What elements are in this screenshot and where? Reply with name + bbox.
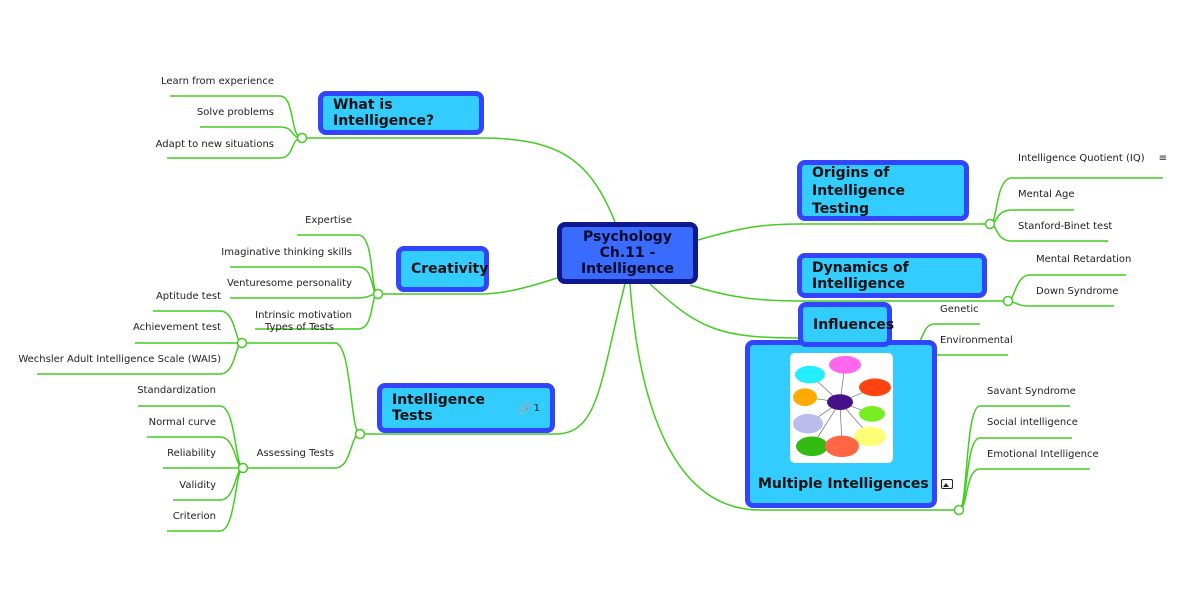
leaf-aptitude[interactable]: Aptitude test <box>155 291 221 302</box>
topic-label: Multiple Intelligences <box>758 476 929 492</box>
topic-label: Influences <box>813 316 895 333</box>
topic-dynamics[interactable]: Dynamics of Intelligence <box>797 253 987 298</box>
link-count: 1 <box>533 402 540 414</box>
collapse-node-dynamics[interactable] <box>1002 295 1014 307</box>
leaf-normal-curve[interactable]: Normal curve <box>148 417 216 428</box>
topic-multiple-intelligences[interactable]: Multiple Intelligences <box>745 340 953 508</box>
collapse-node-types[interactable] <box>236 337 248 349</box>
topic-influences[interactable]: Influences <box>798 302 895 347</box>
topic-label: Intelligence Tests <box>392 392 486 424</box>
leaf-reliability[interactable]: Reliability <box>167 448 216 459</box>
topic-label: What is Intelligence? <box>333 97 435 129</box>
leaf-emotional[interactable]: Emotional Intelligence <box>987 449 1099 460</box>
leaf-wais[interactable]: Wechsler Adult Intelligence Scale (WAIS) <box>18 354 221 365</box>
leaf-social[interactable]: Social intelligence <box>987 417 1078 428</box>
topic-label: Dynamics of Intelligence <box>812 259 909 292</box>
collapse-node-what[interactable] <box>296 132 308 144</box>
collapse-node-creativity[interactable] <box>372 288 384 300</box>
leaf-solve-problems[interactable]: Solve problems <box>196 107 274 118</box>
leaf-stanford-binet[interactable]: Stanford-Binet test <box>1018 221 1113 232</box>
central-topic[interactable]: Psychology Ch.11 - Intelligence <box>557 222 698 284</box>
leaf-mental-retardation[interactable]: Mental Retardation <box>1036 254 1132 265</box>
leaf-environmental[interactable]: Environmental <box>940 335 1013 346</box>
leaf-standardization[interactable]: Standardization <box>137 385 216 396</box>
subtopic-assessing-tests[interactable]: Assessing Tests <box>256 448 334 459</box>
leaf-savant[interactable]: Savant Syndrome <box>987 386 1076 397</box>
collapse-node-tests[interactable] <box>354 428 366 440</box>
leaf-learn-from-experience[interactable]: Learn from experience <box>160 76 274 87</box>
leaf-imaginative[interactable]: Imaginative thinking skills <box>221 247 352 258</box>
leaf-adapt[interactable]: Adapt to new situations <box>155 139 274 150</box>
leaf-venturesome[interactable]: Venturesome personality <box>226 278 352 289</box>
leaf-mental-age[interactable]: Mental Age <box>1018 189 1075 200</box>
note-icon[interactable]: ≡ <box>1158 153 1167 164</box>
collapse-node-multiple[interactable] <box>953 504 965 516</box>
leaf-genetic[interactable]: Genetic <box>940 304 979 315</box>
leaf-criterion[interactable]: Criterion <box>172 511 216 522</box>
collapse-node-assessing[interactable] <box>237 462 249 474</box>
leaf-validity[interactable]: Validity <box>179 480 216 491</box>
leaf-down-syndrome[interactable]: Down Syndrome <box>1036 286 1119 297</box>
topic-origins[interactable]: Origins of Intelligence Testing <box>797 160 969 221</box>
central-topic-label: Psychology Ch.11 - Intelligence <box>580 229 675 277</box>
leaf-expertise[interactable]: Expertise <box>305 215 352 226</box>
link-icon[interactable]: 🔗 <box>517 401 532 415</box>
collapse-node-origins[interactable] <box>984 218 996 230</box>
topic-what-is-intelligence[interactable]: What is Intelligence? <box>318 91 484 135</box>
topic-label: Origins of Intelligence Testing <box>812 164 906 217</box>
leaf-achievement[interactable]: Achievement test <box>132 322 221 333</box>
multiple-intelligences-image <box>790 353 893 463</box>
leaf-intrinsic[interactable]: Intrinsic motivation <box>255 310 352 321</box>
leaf-iq[interactable]: Intelligence Quotient (IQ) ≡ <box>1018 153 1167 164</box>
topic-intelligence-tests[interactable]: Intelligence Tests 🔗1 <box>377 383 555 433</box>
multiple-intelligences-label-row: Multiple Intelligences <box>758 475 953 493</box>
leaf-iq-label: Intelligence Quotient (IQ) <box>1018 153 1145 164</box>
image-icon[interactable] <box>940 479 953 489</box>
subtopic-types-of-tests[interactable]: Types of Tests <box>264 322 334 333</box>
topic-creativity[interactable]: Creativity <box>396 246 489 292</box>
topic-label: Creativity <box>411 261 489 277</box>
